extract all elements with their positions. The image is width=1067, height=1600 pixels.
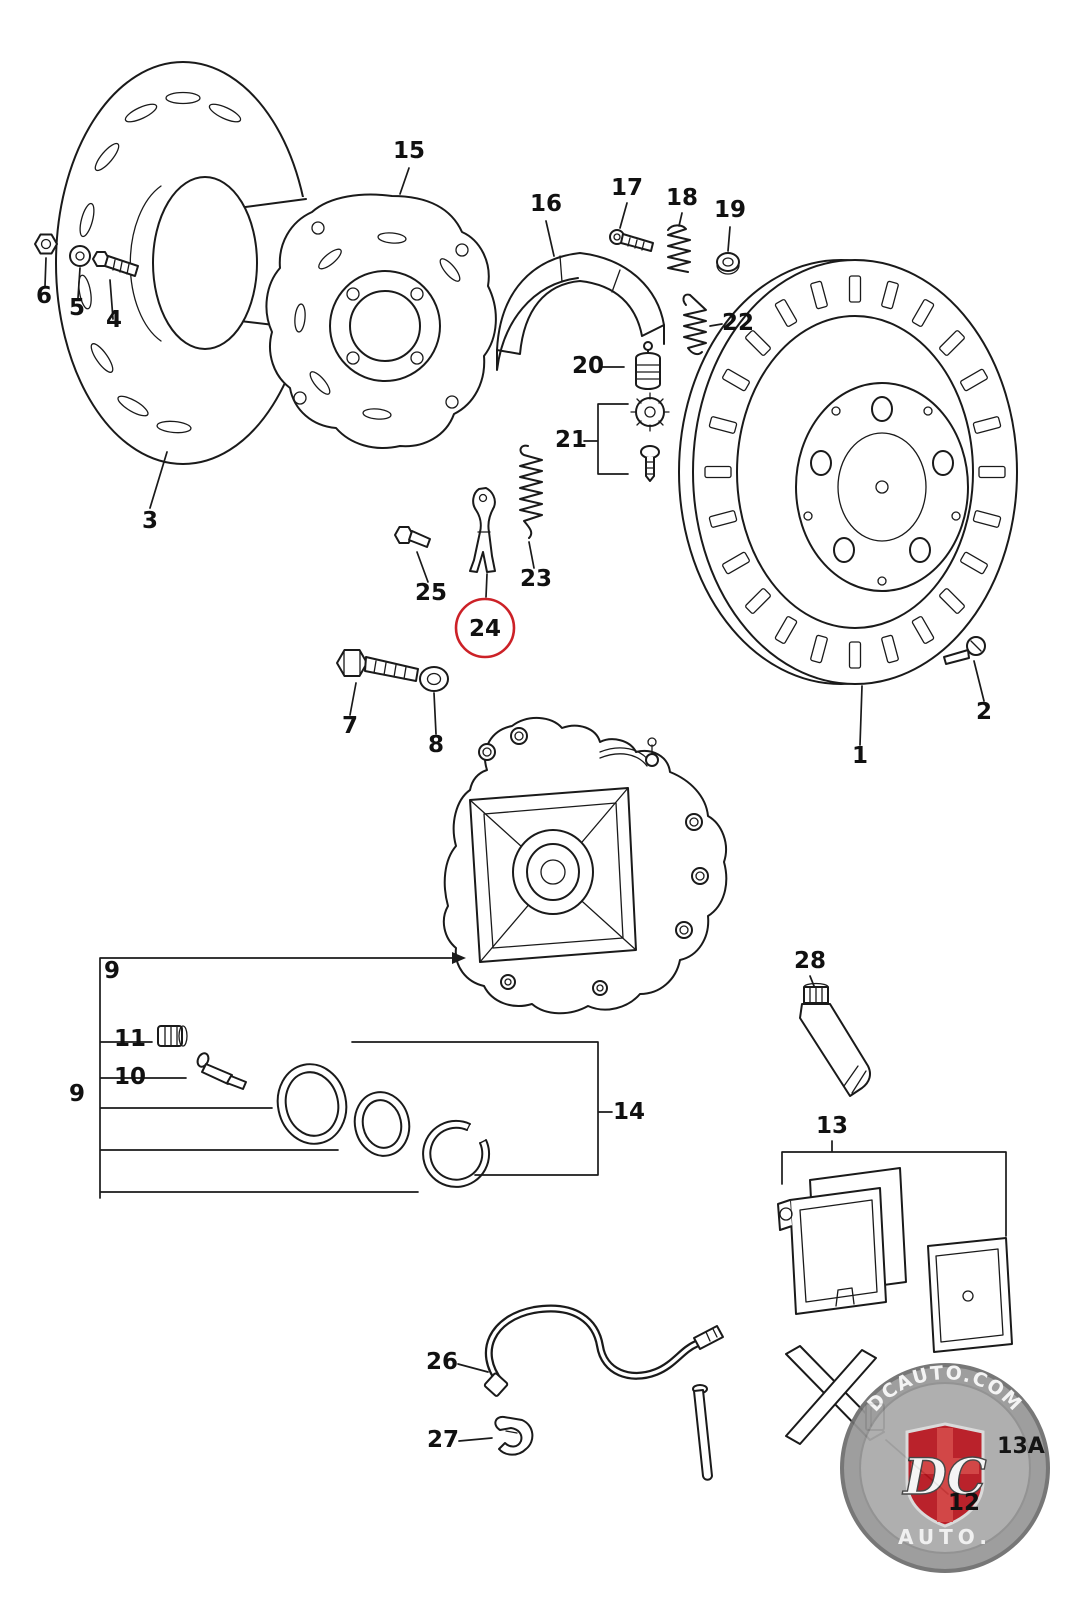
part-22-spring bbox=[682, 293, 723, 356]
part-label-17: 17 bbox=[611, 175, 643, 201]
part-7-bolt bbox=[336, 649, 419, 716]
circlip bbox=[422, 1119, 491, 1188]
part-label-7: 7 bbox=[342, 713, 358, 739]
part-label-4: 4 bbox=[106, 307, 122, 333]
part-label-22: 22 bbox=[722, 310, 754, 336]
part-17-screw bbox=[609, 202, 654, 252]
part-label-1: 1 bbox=[852, 743, 868, 769]
part-label-15: 15 bbox=[393, 138, 425, 164]
brake-caliper bbox=[442, 717, 728, 1015]
part-5-washer bbox=[69, 245, 91, 299]
part-27-clip bbox=[458, 1415, 534, 1456]
logo-cross-horizontal bbox=[911, 1458, 979, 1474]
part-label-6: 6 bbox=[36, 283, 52, 309]
part-label-21: 21 bbox=[555, 427, 587, 453]
leader-arrow bbox=[452, 952, 466, 964]
part-label-18: 18 bbox=[666, 185, 698, 211]
part-label-8: 8 bbox=[428, 732, 444, 758]
part-8-washer bbox=[419, 666, 449, 735]
part-label-24: 24 bbox=[469, 616, 501, 642]
part-label-5: 5 bbox=[69, 295, 85, 321]
part-label-26: 26 bbox=[426, 1349, 458, 1375]
part-1-brake-disc bbox=[678, 259, 1018, 746]
part-24-lever bbox=[454, 487, 516, 659]
part-11-dust-cap bbox=[157, 1025, 188, 1047]
pad-guide-pin bbox=[692, 1384, 713, 1481]
part-26-brake-hose bbox=[457, 1304, 724, 1397]
part-label-19: 19 bbox=[714, 197, 746, 223]
logo-initials: DC bbox=[901, 1447, 986, 1506]
part-label-16: 16 bbox=[530, 191, 562, 217]
part-10-bleeder-screw bbox=[196, 1052, 247, 1090]
part-label-2: 2 bbox=[976, 699, 992, 725]
part-15-anchor-plate bbox=[265, 167, 497, 449]
part-13-brake-pads bbox=[777, 1140, 1013, 1353]
seal-ring-large bbox=[276, 1063, 348, 1145]
part-18-spring bbox=[667, 212, 691, 273]
disc-vent-slots bbox=[704, 275, 1006, 669]
part-21-adjuster-set bbox=[583, 392, 670, 482]
seal-kit-group bbox=[99, 952, 613, 1199]
part-6-nut bbox=[34, 233, 58, 287]
part-25-bolt bbox=[394, 526, 431, 583]
piston-seal bbox=[353, 1091, 411, 1157]
highlight-circle-24 bbox=[454, 597, 516, 659]
part-2-set-screw bbox=[943, 636, 986, 702]
watermark-logo: DCAUTO.COM DC AUTO. bbox=[840, 1362, 1050, 1573]
part-label-27: 27 bbox=[427, 1427, 459, 1453]
part-4-bolt bbox=[92, 251, 139, 320]
part-label-9-left: 9 bbox=[69, 1081, 85, 1107]
part-23-spring bbox=[519, 444, 543, 569]
part-label-25: 25 bbox=[415, 580, 447, 606]
part-label-11: 11 bbox=[114, 1026, 146, 1052]
part-19-grommet bbox=[716, 226, 740, 275]
logo-cross-vertical bbox=[937, 1428, 953, 1522]
logo-word: AUTO. bbox=[898, 1525, 992, 1549]
part-16-brake-shoe bbox=[496, 220, 665, 371]
part-label-13: 13 bbox=[816, 1113, 848, 1139]
part-label-12: 12 bbox=[948, 1490, 980, 1516]
part-label-23: 23 bbox=[520, 566, 552, 592]
part-label-9-top: 9 bbox=[104, 958, 120, 984]
part-28-grease-tube bbox=[799, 975, 871, 1097]
sheet-code: 13A bbox=[997, 1434, 1045, 1459]
part-label-3: 3 bbox=[142, 508, 158, 534]
part-label-10: 10 bbox=[114, 1064, 146, 1090]
part-label-28: 28 bbox=[794, 948, 826, 974]
part-label-14: 14 bbox=[613, 1099, 645, 1125]
part-20-adjuster bbox=[601, 341, 661, 390]
part-label-20: 20 bbox=[572, 353, 604, 379]
part-labels: 6 5 4 3 15 16 17 18 19 22 20 21 23 25 24… bbox=[36, 138, 992, 1453]
disc-lug-holes bbox=[803, 396, 961, 586]
